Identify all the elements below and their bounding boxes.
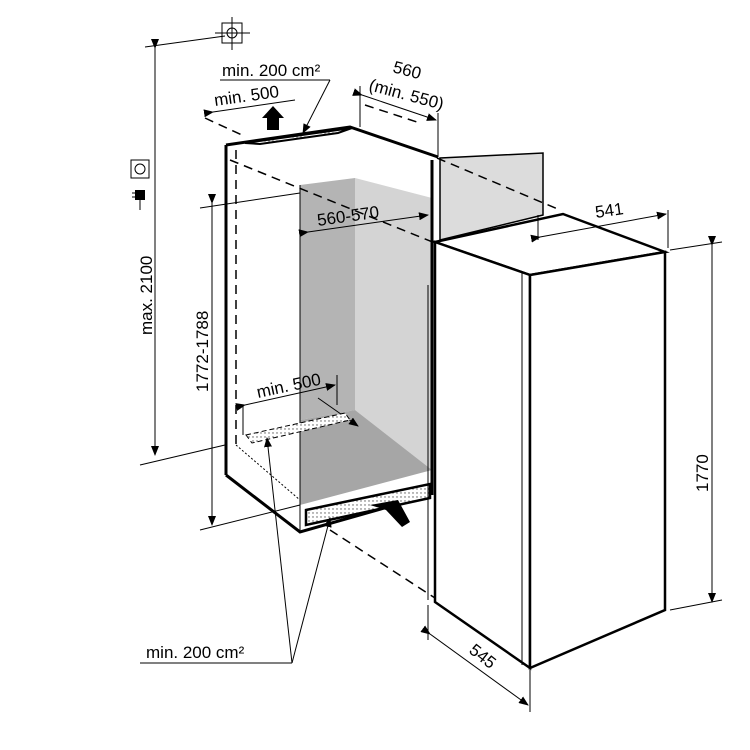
airflow-arrow-icon [370,500,410,527]
bottom-vent-area-label: min. 200 cm² [146,643,245,662]
rear-vent-opening [245,412,351,444]
power-plug-icon [132,190,145,210]
niche-depth-label: 560 [391,58,423,84]
alignment-guide [436,157,561,211]
niche-floor [300,410,432,505]
top-vent-opening [244,127,353,146]
niche-height-label: 1772-1788 [193,311,212,392]
niche-depth-min-label: (min. 550) [367,76,446,114]
top-min-depth-label: min. 500 [213,82,280,110]
niche-back-wall [300,178,355,420]
center-mark-icon [215,17,250,50]
niche-side-wall [355,178,432,470]
top-vent-area-label: min. 200 cm² [222,61,321,80]
alignment-guide [229,159,441,246]
plinth-vent-opening [304,482,432,527]
appliance-body [427,212,670,671]
power-socket-icon [130,159,150,179]
appliance-depth-label: 545 [466,640,500,672]
appliance-width-label: 541 [594,199,625,222]
socket-height-dimension: max. 2100 [137,39,226,466]
ceiling-reference-line [144,35,226,48]
alignment-guide [329,529,436,599]
socket-height-label: max. 2100 [137,256,156,335]
airflow-arrow-icon [262,106,284,130]
appliance-height-label: 1770 [693,454,712,492]
